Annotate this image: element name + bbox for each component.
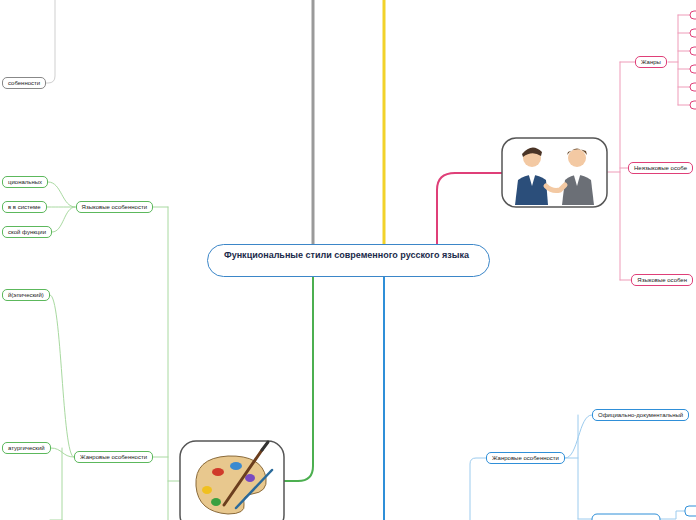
topic-text: Языковые особен (637, 276, 687, 284)
topic-box: Языковые особен (631, 274, 693, 286)
topic-box: в в системе (2, 201, 47, 213)
topic-text: циональных (8, 178, 42, 186)
topic-text: й(эпический) (8, 291, 44, 299)
green-branch (284, 277, 313, 481)
topic-box: циональных (2, 176, 48, 188)
branch-connector (51, 448, 74, 457)
topic-text: атургический (8, 444, 45, 452)
palette-icon (180, 441, 284, 520)
branch-connector (565, 415, 592, 458)
grey-leader (40, 0, 55, 83)
topic-box: Жанровые особенности (486, 452, 565, 464)
topic-box: Жанры (635, 56, 667, 68)
topic-box: Неязыковые особе (628, 162, 693, 174)
branch-connector (47, 207, 76, 208)
topic-text: Функциональные стили современного русско… (224, 250, 473, 261)
topic-text: Жанровые особенности (492, 454, 559, 462)
topic-text: в в системе (8, 203, 41, 211)
green-leader (50, 448, 62, 520)
blue-leader (470, 458, 486, 520)
branch-connector (52, 207, 76, 232)
topic-box: ской функции (2, 226, 52, 238)
topic-text: Официально-документальный (598, 411, 683, 419)
pink-branch (437, 173, 502, 244)
handshake-icon (502, 138, 607, 207)
branch-connector (50, 295, 74, 457)
topic-box: собенности (2, 77, 46, 89)
topic-box: Жанровые особенности (74, 451, 153, 463)
blue-branch (383, 277, 385, 520)
blue-leader (565, 415, 685, 519)
topic-box: Языковые особенности (76, 201, 153, 213)
topic-text: Неязыковые особе (634, 164, 687, 172)
topic-text: Языковые особенности (82, 203, 147, 211)
central-topic: Функциональные стили современного русско… (207, 244, 490, 277)
empty-boxes (690, 11, 696, 109)
topic-box: й(эпический) (2, 289, 50, 301)
topic-box: атургический (2, 442, 51, 454)
green-leader (153, 207, 180, 520)
topic-box: Официально-документальный (592, 409, 689, 421)
empty-boxes (592, 506, 696, 520)
pink-leader (668, 15, 690, 105)
topic-text: Жанры (641, 58, 661, 66)
topic-text: собенности (8, 79, 40, 87)
branch-connector (48, 182, 76, 207)
yellow-branch (383, 0, 386, 244)
topic-text: ской функции (8, 228, 46, 236)
topic-text: Жанровые особенности (80, 453, 147, 461)
grey-branch (312, 0, 315, 244)
